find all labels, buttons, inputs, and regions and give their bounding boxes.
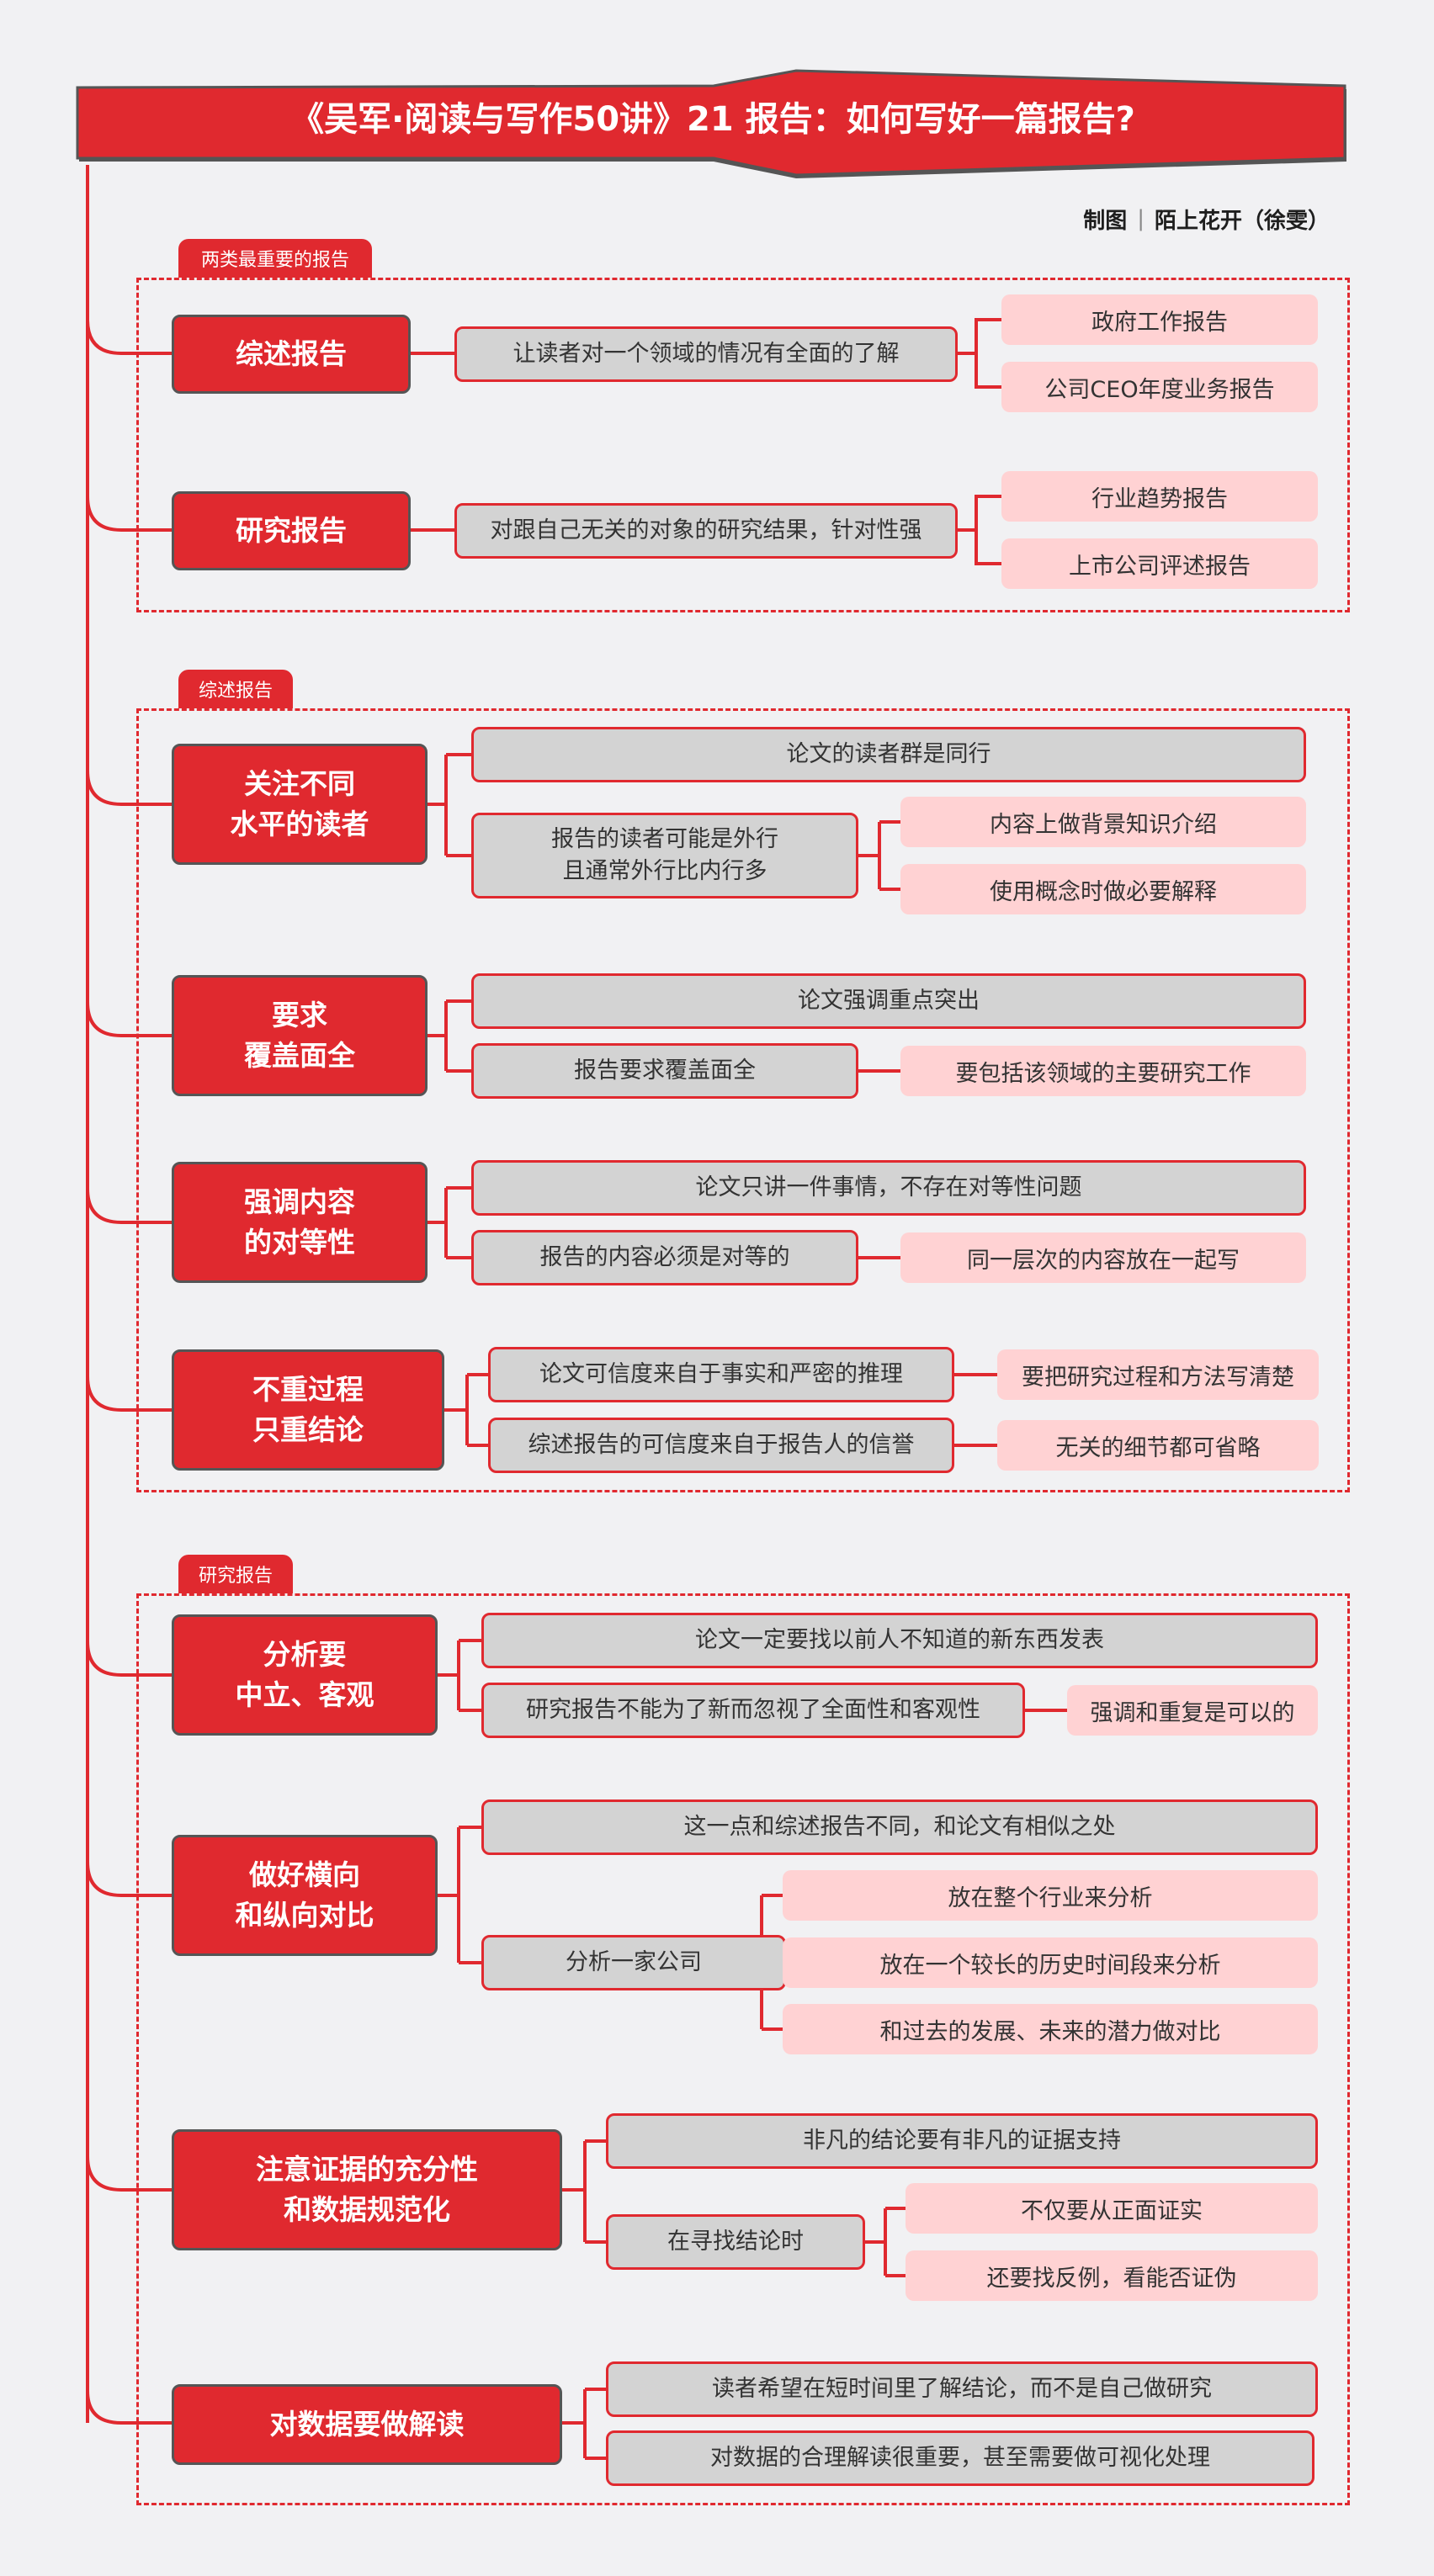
point-box: 论文可信度来自于事实和严密的推理 xyxy=(488,1347,954,1402)
detail-item: 要包括该领域的主要研究工作 xyxy=(900,1046,1306,1096)
credit-separator: | xyxy=(1137,206,1145,231)
topic-description: 让读者对一个领域的情况有全面的了解 xyxy=(454,326,958,382)
section-tab: 研究报告 xyxy=(178,1555,293,1593)
title-banner-shape xyxy=(76,69,1346,178)
credit-author: 陌上花开（徐雯） xyxy=(1154,208,1330,234)
point-line: 报告的读者可能是外行 xyxy=(551,826,778,852)
detail-item: 还要找反例，看能否证伪 xyxy=(906,2250,1318,2301)
point-line: 且通常外行比内行多 xyxy=(562,858,767,884)
topic-card: 不重过程 只重结论 xyxy=(172,1349,444,1471)
section-tab: 综述报告 xyxy=(178,670,293,708)
point-box: 研究报告不能为了新而忽视了全面性和客观性 xyxy=(481,1683,1025,1738)
point-box: 综述报告的可信度来自于报告人的信誉 xyxy=(488,1418,954,1473)
detail-item: 要把研究过程和方法写清楚 xyxy=(997,1349,1319,1400)
topic-card: 对数据要做解读 xyxy=(172,2384,562,2465)
topic-line: 中立、客观 xyxy=(235,1678,374,1711)
topic-line: 覆盖面全 xyxy=(244,1039,355,1072)
detail-item: 和过去的发展、未来的潜力做对比 xyxy=(783,2004,1318,2054)
topic-overview-report: 综述报告 xyxy=(172,315,411,394)
point-box: 论文的读者群是同行 xyxy=(471,727,1306,782)
example-item: 公司CEO年度业务报告 xyxy=(1001,362,1318,412)
topic-card: 要求 覆盖面全 xyxy=(172,975,428,1096)
point-box: 报告要求覆盖面全 xyxy=(471,1043,858,1099)
topic-line: 关注不同 xyxy=(244,767,355,800)
topic-line: 水平的读者 xyxy=(230,808,369,840)
detail-item: 无关的细节都可省略 xyxy=(997,1420,1319,1471)
point-box: 分析一家公司 xyxy=(481,1935,786,1990)
topic-card: 强调内容 的对等性 xyxy=(172,1162,428,1283)
point-box: 论文强调重点突出 xyxy=(471,973,1306,1029)
point-box: 论文一定要找以前人不知道的新东西发表 xyxy=(481,1613,1318,1668)
topic-line: 对数据要做解读 xyxy=(269,2408,465,2441)
section-overview-box xyxy=(136,278,1350,612)
detail-item: 同一层次的内容放在一起写 xyxy=(900,1232,1306,1283)
section-overview-report-box xyxy=(136,708,1350,1492)
page-title: 《吴军·阅读与写作50讲》21 报告：如何写好一篇报告? xyxy=(290,100,1135,139)
credit-line: 制图 | 陌上花开（徐雯） xyxy=(976,202,1330,236)
detail-item: 使用概念时做必要解释 xyxy=(900,864,1306,914)
credit-label: 制图 xyxy=(1083,208,1128,234)
topic-line: 和数据规范化 xyxy=(284,2193,450,2226)
topic-line: 强调内容 xyxy=(244,1185,355,1218)
example-item: 政府工作报告 xyxy=(1001,294,1318,345)
detail-item: 放在一个较长的历史时间段来分析 xyxy=(783,1937,1318,1988)
topic-line: 要求 xyxy=(272,999,327,1031)
topic-card: 关注不同 水平的读者 xyxy=(172,744,428,865)
detail-item: 不仅要从正面证实 xyxy=(906,2183,1318,2234)
topic-line: 的对等性 xyxy=(244,1226,355,1259)
example-item: 行业趋势报告 xyxy=(1001,471,1318,522)
point-box: 报告的内容必须是对等的 xyxy=(471,1230,858,1285)
topic-description: 对跟自己无关的对象的研究结果，针对性强 xyxy=(454,503,958,559)
point-box: 在寻找结论时 xyxy=(606,2214,865,2270)
point-box: 论文只讲一件事情，不存在对等性问题 xyxy=(471,1160,1306,1216)
example-item: 上市公司评述报告 xyxy=(1001,538,1318,589)
section-research-report-box xyxy=(136,1593,1350,2505)
topic-card: 做好横向 和纵向对比 xyxy=(172,1835,438,1956)
topic-line: 注意证据的充分性 xyxy=(256,2153,478,2186)
topic-line: 不重过程 xyxy=(252,1373,364,1406)
point-box: 报告的读者可能是外行 且通常外行比内行多 xyxy=(471,813,858,898)
topic-research-report: 研究报告 xyxy=(172,491,411,570)
topic-card: 注意证据的充分性 和数据规范化 xyxy=(172,2129,562,2250)
point-box: 读者希望在短时间里了解结论，而不是自己做研究 xyxy=(606,2361,1318,2417)
detail-item: 强调和重复是可以的 xyxy=(1067,1685,1318,1736)
topic-card: 分析要 中立、客观 xyxy=(172,1614,438,1736)
point-box: 对数据的合理解读很重要，甚至需要做可视化处理 xyxy=(606,2430,1314,2486)
topic-line: 只重结论 xyxy=(252,1413,364,1446)
detail-item: 内容上做背景知识介绍 xyxy=(900,797,1306,847)
topic-line: 分析要 xyxy=(263,1638,347,1671)
section-tab: 两类最重要的报告 xyxy=(178,239,372,278)
topic-line: 做好横向 xyxy=(249,1858,360,1891)
topic-line: 和纵向对比 xyxy=(235,1899,374,1932)
point-box: 这一点和综述报告不同，和论文有相似之处 xyxy=(481,1799,1318,1855)
detail-item: 放在整个行业来分析 xyxy=(783,1870,1318,1921)
point-box: 非凡的结论要有非凡的证据支持 xyxy=(606,2113,1318,2169)
